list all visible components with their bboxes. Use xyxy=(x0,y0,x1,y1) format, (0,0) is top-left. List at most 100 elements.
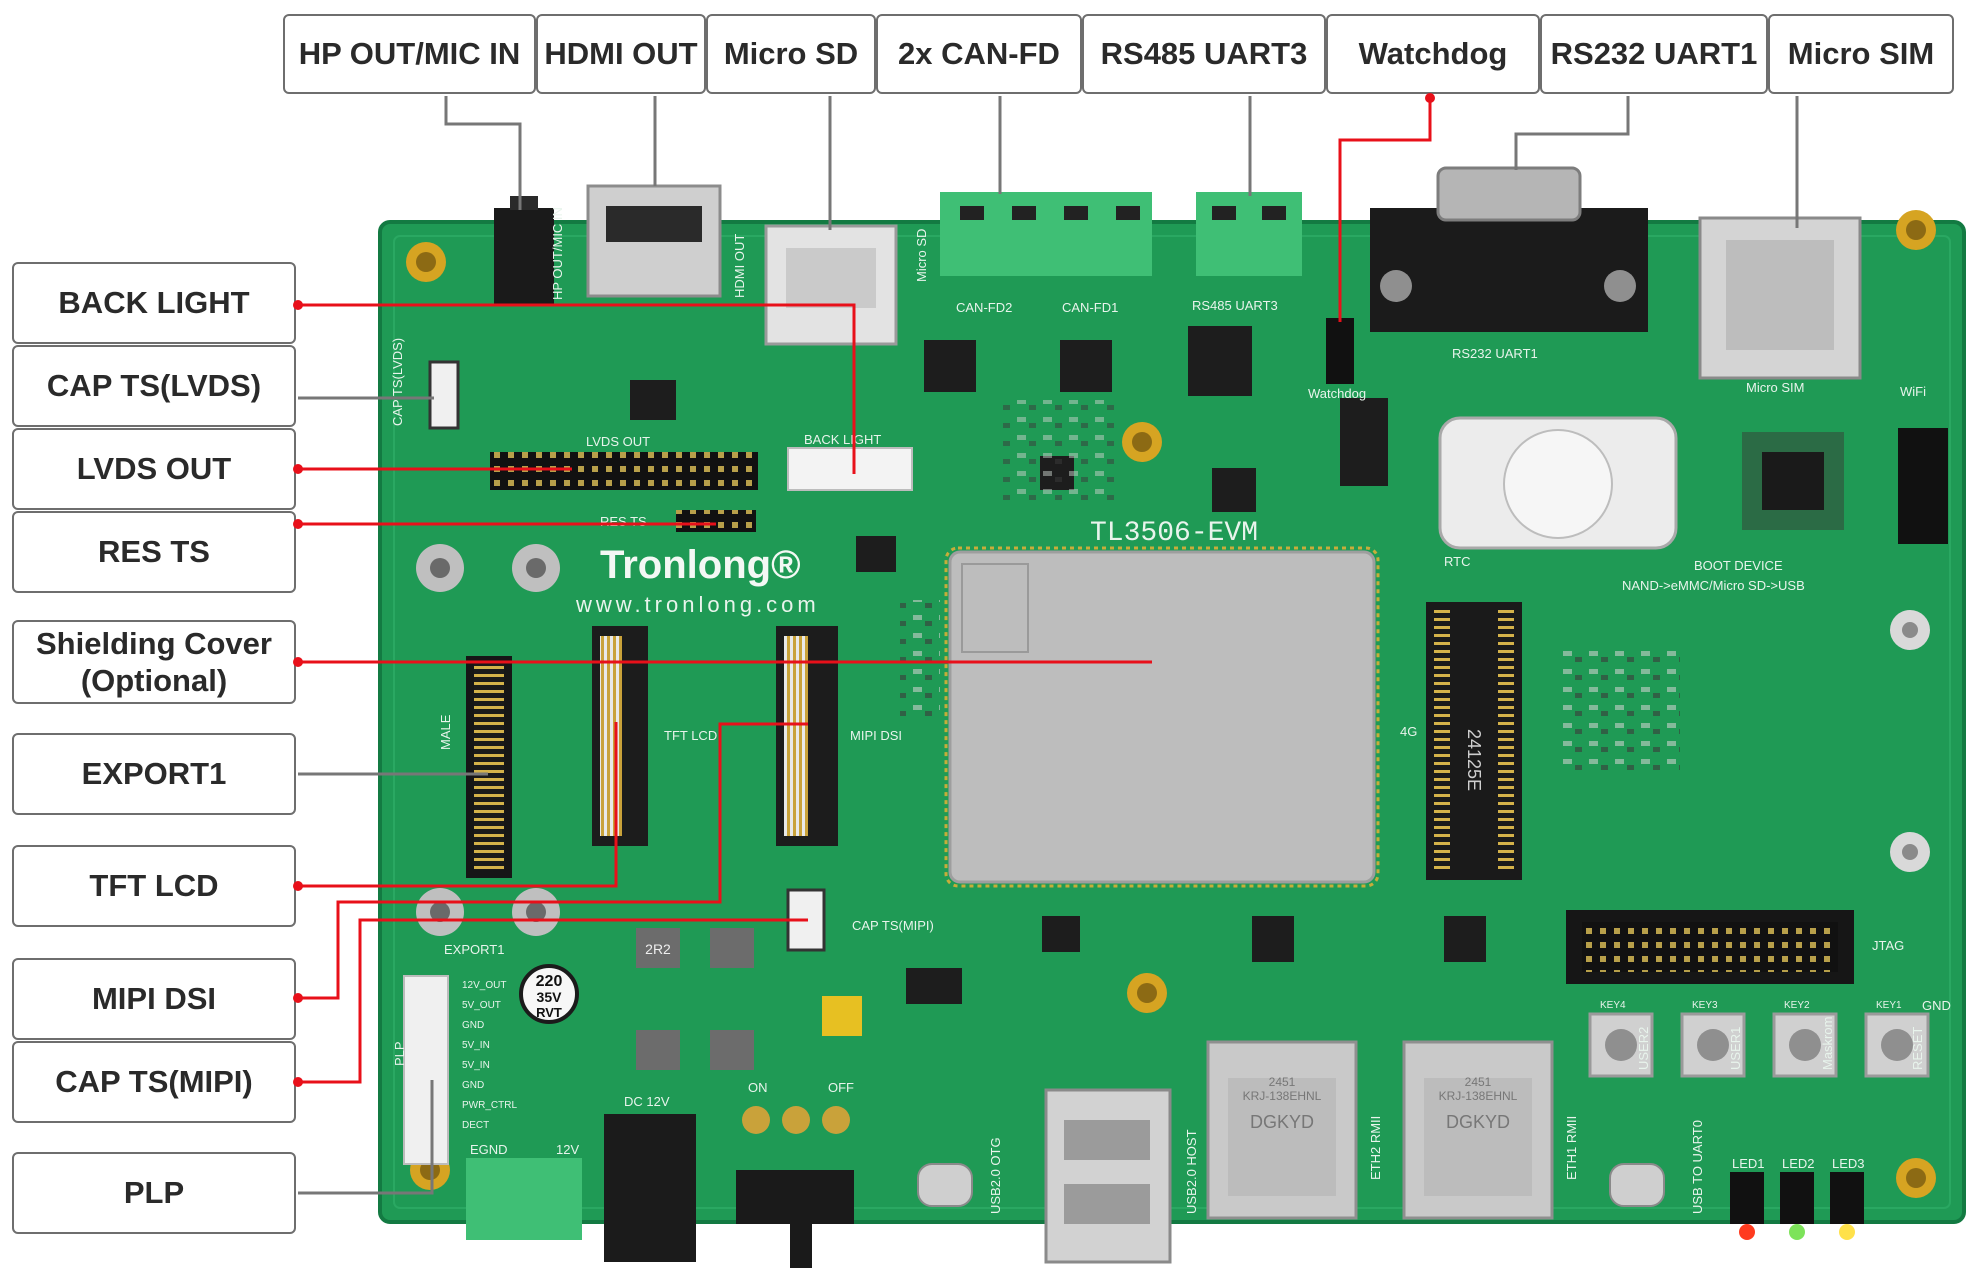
label-res-ts: RES TS xyxy=(12,511,296,593)
svg-text:DGKYD: DGKYD xyxy=(1446,1112,1510,1132)
svg-text:5V_OUT: 5V_OUT xyxy=(462,1000,501,1011)
svg-text:RVT: RVT xyxy=(536,1005,562,1020)
leader-dots xyxy=(293,300,303,1087)
svg-text:OFF: OFF xyxy=(828,1080,854,1095)
m2-chip-text: 24125E xyxy=(1464,729,1484,791)
watchdog-jumper xyxy=(1326,318,1354,384)
svg-text:Micro SIM: Micro SIM xyxy=(1746,380,1805,395)
svg-text:PWR_CTRL: PWR_CTRL xyxy=(462,1100,517,1111)
svg-text:2451: 2451 xyxy=(1465,1075,1492,1089)
label-back-light: BACK LIGHT xyxy=(12,262,296,344)
svg-text:RTC: RTC xyxy=(1444,554,1470,569)
svg-text:Watchdog: Watchdog xyxy=(1308,386,1366,401)
svg-text:DECT: DECT xyxy=(462,1120,489,1131)
svg-text:4G: 4G xyxy=(1400,724,1417,739)
rs485-terminal xyxy=(1196,192,1302,276)
back-light-connector xyxy=(787,447,913,491)
svg-text:USER2: USER2 xyxy=(1636,1027,1651,1070)
usb-uart-type-c xyxy=(1609,1163,1665,1207)
push-buttons xyxy=(1588,1012,1930,1078)
plp-connector xyxy=(403,975,449,1165)
svg-text:KRJ-138EHNL: KRJ-138EHNL xyxy=(1243,1089,1322,1103)
label-plp: PLP xyxy=(12,1152,296,1234)
svg-text:CAN-FD2: CAN-FD2 xyxy=(956,300,1012,315)
svg-text:GND: GND xyxy=(1922,998,1951,1013)
svg-text:HP OUT/MIC IN: HP OUT/MIC IN xyxy=(550,207,565,300)
res-ts-header xyxy=(676,510,756,532)
svg-text:ETH1 RMII: ETH1 RMII xyxy=(1564,1116,1579,1180)
electrolytic-capacitor xyxy=(519,964,579,1024)
svg-text:BOOT DEVICE: BOOT DEVICE xyxy=(1694,558,1783,573)
can-fd-terminal xyxy=(940,192,1152,276)
svg-text:CAP TS(MIPI): CAP TS(MIPI) xyxy=(852,918,934,933)
label-rs232-uart1: RS232 UART1 xyxy=(1540,14,1768,94)
label-cap-ts-lvds: CAP TS(LVDS) xyxy=(12,345,296,427)
leader-lines-left xyxy=(298,303,1152,1195)
svg-text:DGKYD: DGKYD xyxy=(1250,1112,1314,1132)
svg-text:RS485 UART3: RS485 UART3 xyxy=(1192,298,1278,313)
svg-text:JTAG: JTAG xyxy=(1872,938,1904,953)
svg-text:NAND->eMMC/Micro SD->USB: NAND->eMMC/Micro SD->USB xyxy=(1622,578,1805,593)
label-tft-lcd: TFT LCD xyxy=(12,845,296,927)
label-micro-sim: Micro SIM xyxy=(1768,14,1954,94)
svg-text:LVDS OUT: LVDS OUT xyxy=(586,434,650,449)
svg-text:LED2: LED2 xyxy=(1782,1156,1815,1171)
model-text: TL3506-EVM xyxy=(1090,518,1258,549)
usb-host-connector xyxy=(1044,1088,1172,1264)
power-switch xyxy=(736,1170,854,1224)
svg-text:BACK LIGHT: BACK LIGHT xyxy=(804,432,881,447)
dc-12v-jack xyxy=(604,1114,696,1262)
label-hp-out-mic-in: HP OUT/MIC IN xyxy=(283,14,536,94)
svg-text:35V: 35V xyxy=(537,989,563,1005)
svg-text:WiFi: WiFi xyxy=(1900,384,1926,399)
svg-text:2R2: 2R2 xyxy=(645,941,671,957)
svg-text:12V_OUT: 12V_OUT xyxy=(462,980,506,991)
website-text: www.tronlong.com xyxy=(575,592,820,617)
inductors xyxy=(636,928,754,1070)
label-micro-sd: Micro SD xyxy=(706,14,876,94)
lvds-out-header xyxy=(490,452,758,490)
tantalum-capacitor xyxy=(822,996,862,1036)
label-2x-can-fd: 2x CAN-FD xyxy=(876,14,1082,94)
svg-text:MALE: MALE xyxy=(438,714,453,750)
power-terminal xyxy=(466,1158,582,1240)
leds xyxy=(1730,1172,1864,1240)
svg-text:5V_IN: 5V_IN xyxy=(462,1040,490,1051)
svg-text:KEY2: KEY2 xyxy=(1784,1000,1810,1011)
svg-text:USER1: USER1 xyxy=(1728,1027,1743,1070)
svg-text:GND: GND xyxy=(462,1080,484,1091)
svg-text:LED3: LED3 xyxy=(1832,1156,1865,1171)
key-labels: KEY4 KEY3 KEY2 KEY1 xyxy=(1600,1000,1902,1011)
svg-text:RESET: RESET xyxy=(1910,1027,1925,1070)
plp-pin-labels: 12V_OUT 5V_OUT GND 5V_IN 5V_IN GND PWR_C… xyxy=(462,980,517,1131)
svg-text:LED1: LED1 xyxy=(1732,1156,1765,1171)
standoffs xyxy=(416,544,1930,936)
label-cap-ts-mipi: CAP TS(MIPI) xyxy=(12,1041,296,1123)
svg-text:2451: 2451 xyxy=(1269,1075,1296,1089)
usb-otg-type-c xyxy=(917,1163,973,1207)
label-rs485-uart3: RS485 UART3 xyxy=(1082,14,1326,94)
svg-text:CAN-FD1: CAN-FD1 xyxy=(1062,300,1118,315)
shielding-cover xyxy=(948,550,1376,884)
label-shielding-cover: Shielding Cover (Optional) xyxy=(12,620,296,704)
label-watchdog: Watchdog xyxy=(1326,14,1540,94)
ics xyxy=(630,326,1486,1004)
svg-text:ON: ON xyxy=(748,1080,768,1095)
svg-text:Maskrom: Maskrom xyxy=(1820,1017,1835,1070)
rs232-db9 xyxy=(1370,208,1648,332)
label-hdmi-out: HDMI OUT xyxy=(536,14,706,94)
svg-text:KEY1: KEY1 xyxy=(1876,1000,1902,1011)
svg-text:Micro SD: Micro SD xyxy=(914,229,929,282)
svg-text:GND: GND xyxy=(462,1020,484,1031)
svg-text:CAP TS(LVDS): CAP TS(LVDS) xyxy=(390,338,405,426)
cap-value-text: 220 xyxy=(536,973,563,990)
svg-text:USB2.0 HOST: USB2.0 HOST xyxy=(1184,1129,1199,1214)
svg-text:EGND: EGND xyxy=(470,1142,508,1157)
svg-text:KEY3: KEY3 xyxy=(1692,1000,1718,1011)
svg-text:TFT LCD: TFT LCD xyxy=(664,728,717,743)
svg-text:MIPI DSI: MIPI DSI xyxy=(850,728,902,743)
svg-text:RS232 UART1: RS232 UART1 xyxy=(1452,346,1538,361)
svg-text:HDMI OUT: HDMI OUT xyxy=(732,234,747,298)
brand-text: Tronlong® xyxy=(600,543,801,587)
